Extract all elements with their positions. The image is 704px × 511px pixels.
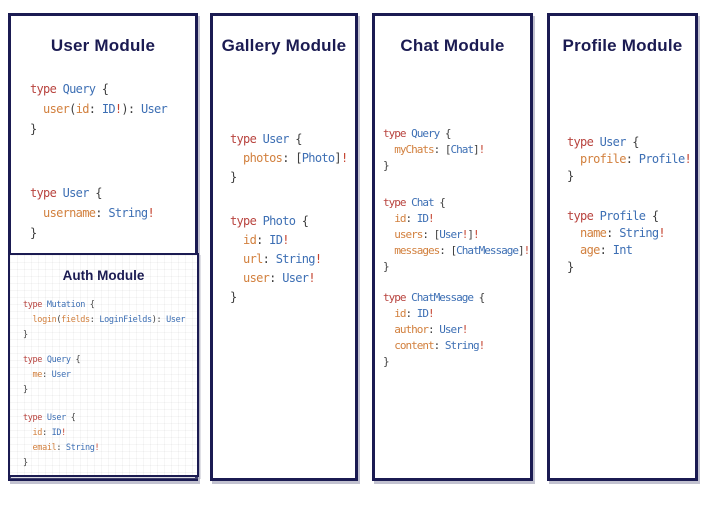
code-line: } [230,290,237,304]
panel-title-user-module: User Module [50,36,156,55]
code-block-auth-user-type: type User { id: ID! email: String!} [23,411,100,471]
code-line: } [383,355,390,368]
code-line: profile: Profile! [567,152,692,166]
code-line: type Mutation { [23,300,95,310]
code-line: } [383,159,390,172]
code-block-user-query: type Query { user(id: ID!): User} [30,79,168,139]
code-line: } [567,260,574,274]
code-line: email: String! [23,443,100,453]
code-line: } [23,330,28,340]
code-line: username: String! [30,206,155,220]
code-block-profile-user-type: type User { profile: Profile!} [567,134,692,185]
code-line: myChats: [Chat]! [383,143,485,156]
code-line: me: User [23,370,72,380]
panel-gallery-module: Gallery Module type User { photos: [Phot… [210,13,358,481]
code-block-profile-type: type Profile { name: String! age: Int} [567,208,666,276]
panel-auth-module: Auth Module type Mutation { login(fields… [8,253,199,477]
code-block-chat-query: type Query { myChats: [Chat]!} [383,126,485,174]
code-line: login(fields: LoginFields): User [23,315,186,325]
code-line: user: User! [230,271,315,285]
code-block-gallery-user-type: type User { photos: [Photo]!} [230,130,348,187]
code-block-chatmessage-type: type ChatMessage { id: ID! author: User!… [383,290,485,370]
code-block-auth-query: type Query { me: User} [23,353,81,398]
code-line: type Query { [383,127,451,140]
code-line: } [383,260,390,273]
code-line: user(id: ID!): User [30,102,168,116]
code-line: type Query { [23,355,81,365]
code-line: author: User! [383,323,468,336]
code-block-auth-mutation: type Mutation { login(fields: LoginField… [23,298,186,343]
code-line: id: ID! [23,428,67,438]
code-line: type Chat { [383,196,446,209]
panel-chat-module: Chat Module type Query { myChats: [Chat]… [372,13,533,481]
code-line: type Profile { [567,209,659,223]
panel-title-chat-module: Chat Module [400,36,505,55]
code-line: } [567,169,574,183]
code-line: id: ID! [230,233,289,247]
code-line: messages: [ChatMessage]! [383,244,530,257]
code-line: } [30,226,37,240]
code-line: type Photo { [230,214,309,228]
code-line: type User { [567,135,639,149]
code-line: type User { [230,132,302,146]
code-line: } [230,170,237,184]
panel-profile-module: Profile Module type User { profile: Prof… [547,13,698,481]
code-line: type Query { [30,82,109,96]
code-line: type User { [23,413,76,423]
code-line: } [23,385,28,395]
panel-user-module: User Module type Query { user(id: ID!): … [8,13,199,481]
code-line: content: String! [383,339,485,352]
code-line: name: String! [567,226,666,240]
panel-title-profile-module: Profile Module [562,36,683,55]
code-line: } [30,122,37,136]
code-block-chat-type: type Chat { id: ID! users: [User!]! mess… [383,195,530,275]
code-line: id: ID! [383,307,434,320]
code-line: id: ID! [383,212,434,225]
code-block-gallery-photo-type: type Photo { id: ID! url: String! user: … [230,212,322,307]
panel-title-auth-module: Auth Module [62,268,145,283]
code-line: users: [User!]! [383,228,479,241]
code-line: type User { [30,186,102,200]
code-line: photos: [Photo]! [230,151,348,165]
code-block-user-type: type User { username: String!} [30,183,155,243]
code-line: } [23,458,28,468]
panel-title-gallery-module: Gallery Module [221,36,347,55]
code-line: age: Int [567,243,633,257]
code-line: type ChatMessage { [383,291,485,304]
code-line: url: String! [230,252,322,266]
